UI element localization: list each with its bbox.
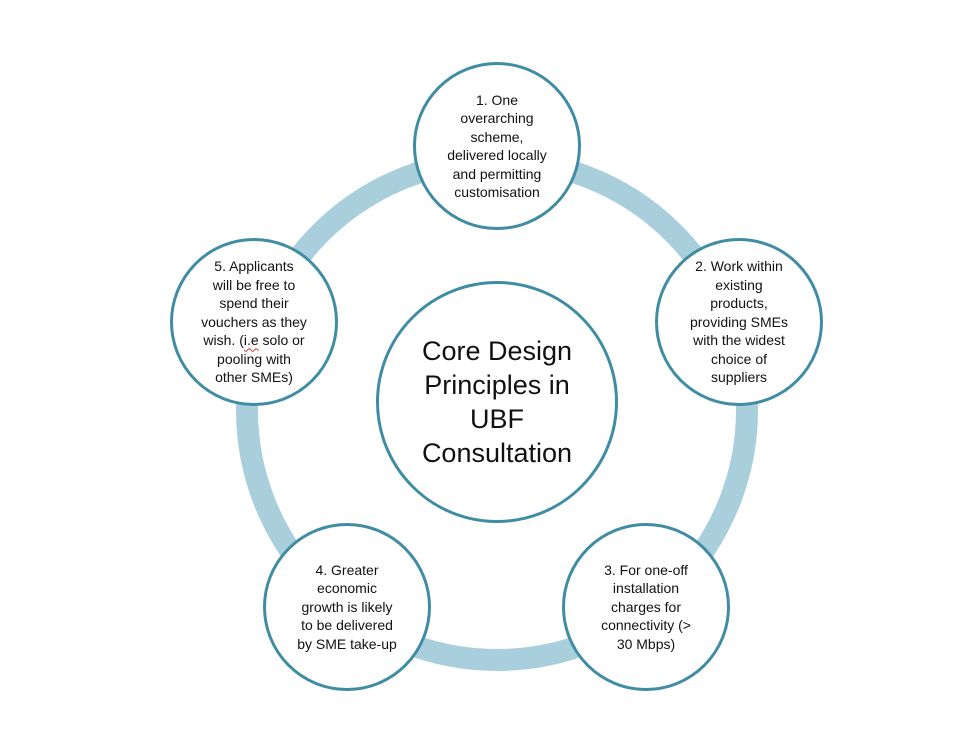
principle-1-text: 1. One overarching scheme, delivered loc… <box>447 91 547 201</box>
principle-5-text-after: solo or pooling with other SMEs) <box>215 332 305 386</box>
principle-2-text: 2. Work within existing products, provid… <box>689 258 789 386</box>
principle-5-text: 5. Applicants will be free to spend thei… <box>201 257 307 387</box>
principle-node-1: 1. One overarching scheme, delivered loc… <box>413 62 581 230</box>
principle-node-3: 3. For one-off installation charges for … <box>562 523 730 691</box>
principle-4-text: 4. Greater economic growth is likely to … <box>297 561 397 652</box>
center-node: Core Design Principles in UBF Consultati… <box>376 281 618 523</box>
principle-node-5: 5. Applicants will be free to spend thei… <box>170 238 338 406</box>
center-title: Core Design Principles in UBF Consultati… <box>421 336 573 468</box>
spellcheck-marked-word: i.e <box>243 332 259 349</box>
principle-node-2: 2. Work within existing products, provid… <box>655 238 823 406</box>
principle-node-4: 4. Greater economic growth is likely to … <box>263 523 431 691</box>
principle-5-text-before: 5. Applicants will be free to spend thei… <box>201 258 307 349</box>
principle-3-text: 3. For one-off installation charges for … <box>601 561 691 652</box>
